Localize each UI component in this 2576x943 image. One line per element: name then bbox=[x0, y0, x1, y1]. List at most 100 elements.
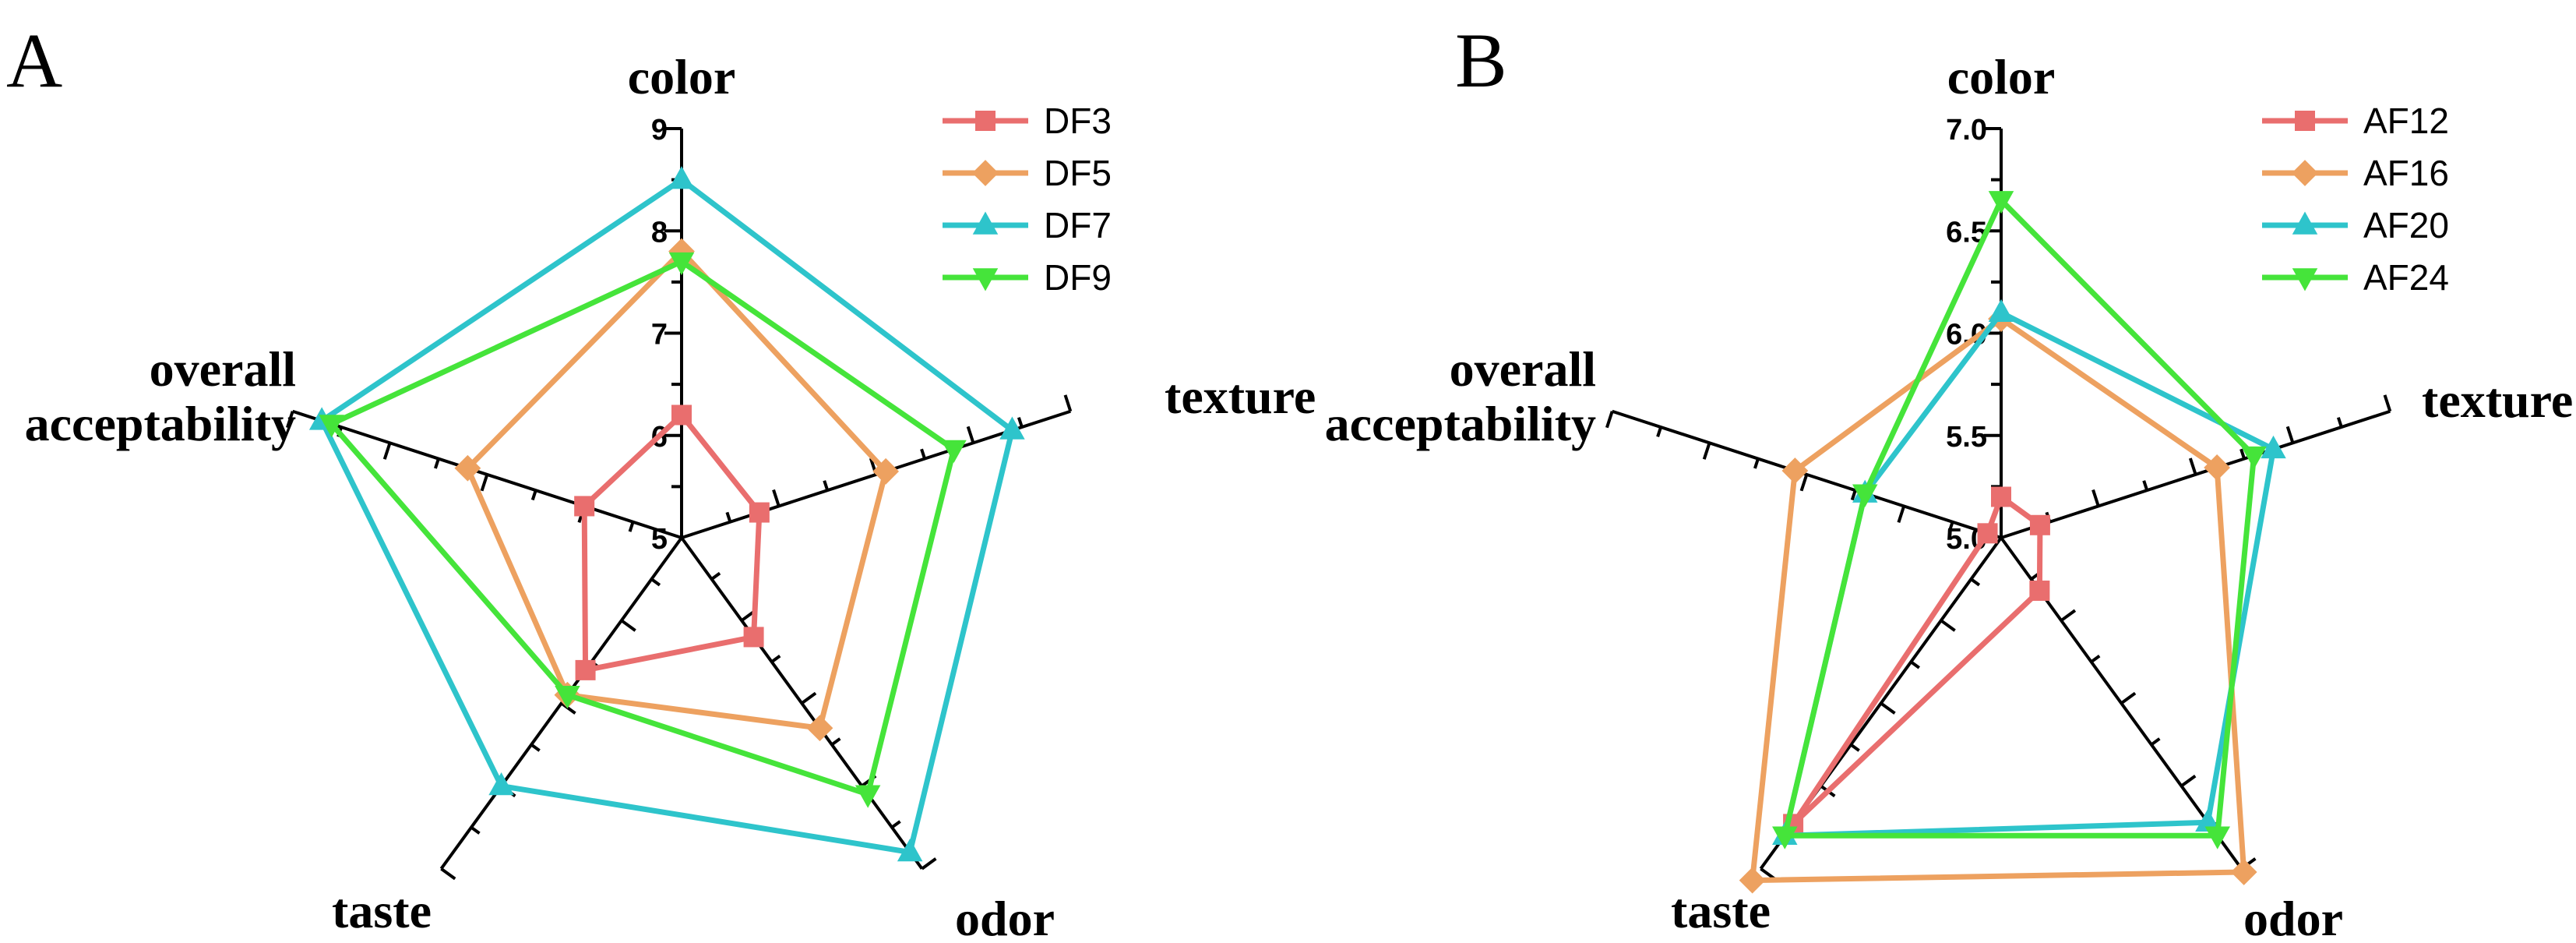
data-point bbox=[972, 211, 999, 235]
axis-label-line: overall bbox=[1450, 341, 1596, 397]
legend-item: AF24 bbox=[2262, 257, 2449, 298]
axis-tick bbox=[2142, 480, 2149, 491]
axis-label: odor bbox=[955, 891, 1055, 943]
series-line bbox=[581, 411, 763, 674]
data-point bbox=[1977, 523, 1998, 544]
axis-tick bbox=[2336, 417, 2343, 428]
data-point bbox=[1988, 191, 2014, 214]
axis-tick bbox=[823, 480, 830, 491]
legend-item: DF3 bbox=[943, 101, 1112, 141]
axis-tick bbox=[1850, 489, 1857, 501]
legend-label: DF7 bbox=[1044, 205, 1112, 245]
data-point bbox=[1772, 826, 1798, 849]
data-point bbox=[2241, 446, 2267, 470]
axis-tick bbox=[480, 474, 489, 492]
axis-tick bbox=[2239, 448, 2246, 460]
axis-tick bbox=[1702, 442, 1711, 460]
panel-letter: A bbox=[6, 17, 63, 104]
data-point bbox=[671, 404, 692, 426]
series-AF24 bbox=[1772, 191, 2267, 849]
legend-label: AF12 bbox=[2363, 101, 2449, 141]
series-DF3 bbox=[574, 404, 770, 680]
axis-label-line: acceptability bbox=[1325, 396, 1596, 451]
axis-tick bbox=[725, 511, 732, 523]
axis-label-line: taste bbox=[332, 883, 432, 938]
axis-tick bbox=[1880, 701, 1896, 715]
data-point bbox=[555, 686, 580, 709]
legend-label: DF9 bbox=[1044, 257, 1112, 298]
axis-tick bbox=[2090, 655, 2101, 663]
axis-label: odor bbox=[2243, 891, 2343, 943]
legend-item: AF16 bbox=[2262, 153, 2449, 193]
axis-tick bbox=[920, 448, 926, 460]
axis-label-line: color bbox=[628, 49, 736, 104]
axis-tick bbox=[1753, 457, 1760, 469]
axis-tick bbox=[285, 411, 294, 429]
axis-tick bbox=[2285, 426, 2295, 443]
axis-tick bbox=[2060, 609, 2077, 622]
data-point bbox=[668, 166, 695, 189]
axis-tick bbox=[620, 619, 636, 632]
axis-label-line: color bbox=[1947, 49, 2056, 104]
data-point bbox=[972, 160, 999, 186]
axis-label: texture bbox=[2422, 373, 2573, 428]
axis-label: color bbox=[1947, 49, 2056, 104]
axis-tick bbox=[650, 577, 661, 587]
axis-tick bbox=[710, 571, 721, 581]
legend-item: AF12 bbox=[2262, 101, 2449, 141]
axis-tick bbox=[1849, 743, 1860, 752]
axis-label-line: texture bbox=[1165, 369, 1316, 424]
axis-tick bbox=[1799, 474, 1809, 492]
axis-tick bbox=[830, 737, 841, 747]
axis-label: taste bbox=[332, 883, 432, 938]
data-point bbox=[1852, 484, 1878, 507]
axis-label-line: overall bbox=[150, 341, 296, 397]
axis-tick bbox=[560, 701, 576, 715]
axis-tick bbox=[921, 857, 937, 871]
data-point bbox=[319, 415, 344, 438]
axis-tick bbox=[628, 521, 635, 532]
axis-tick bbox=[1947, 521, 1954, 532]
axis-tick bbox=[890, 820, 901, 829]
axis-tick bbox=[801, 691, 817, 705]
axis-label-line: odor bbox=[2243, 891, 2343, 943]
axis-tick bbox=[770, 655, 781, 663]
data-point bbox=[575, 659, 596, 680]
legend-item: AF20 bbox=[2262, 205, 2449, 245]
data-point bbox=[668, 238, 695, 265]
axis-tick bbox=[2188, 457, 2197, 475]
legend-label: AF24 bbox=[2363, 257, 2449, 298]
axis-tick bbox=[434, 457, 440, 469]
axis-label-line: acceptability bbox=[25, 396, 296, 451]
axis-tick bbox=[1940, 619, 1956, 632]
tick-label: 7.0 bbox=[1946, 114, 1987, 147]
data-point bbox=[2230, 859, 2257, 885]
axis-tick bbox=[1017, 417, 1024, 428]
legend-label: DF3 bbox=[1044, 101, 1112, 141]
axis-tick bbox=[2091, 489, 2100, 507]
legend-label: AF20 bbox=[2363, 205, 2449, 245]
series-line bbox=[1781, 195, 2257, 839]
data-point bbox=[2195, 808, 2221, 832]
data-point bbox=[488, 772, 514, 796]
panel-letter: B bbox=[1455, 17, 1507, 104]
legend-label: DF5 bbox=[1044, 153, 1112, 193]
legend-label: AF16 bbox=[2363, 153, 2449, 193]
series-line bbox=[1749, 315, 2247, 884]
axis-tick bbox=[1897, 505, 1906, 523]
axis-tick bbox=[966, 426, 975, 443]
data-point bbox=[872, 457, 900, 485]
data-point bbox=[806, 715, 833, 742]
legend-item: DF5 bbox=[943, 153, 1112, 193]
axis-tick bbox=[1910, 660, 1920, 669]
series-DF7 bbox=[308, 166, 1025, 862]
data-point bbox=[743, 627, 764, 648]
